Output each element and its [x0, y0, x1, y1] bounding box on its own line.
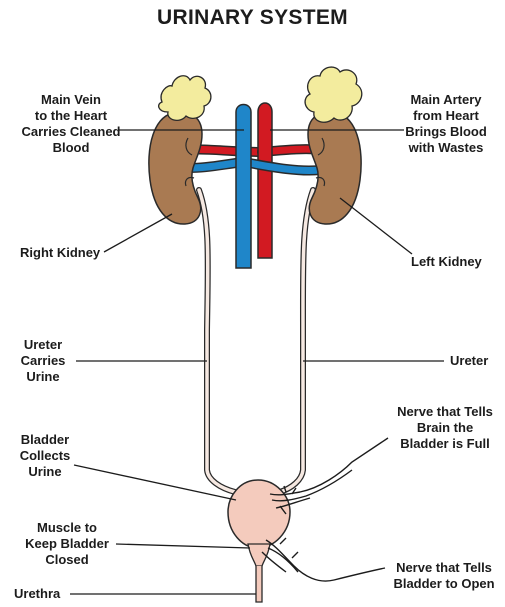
- label-main-vein-line-4: Blood: [16, 140, 126, 156]
- label-bladder-line-3: Urine: [16, 464, 74, 480]
- label-right-kidney: Right Kidney: [20, 245, 100, 261]
- label-nerve-open-line-2: Bladder to Open: [386, 576, 502, 592]
- label-urethra: Urethra: [14, 586, 60, 602]
- bladder: [228, 480, 290, 548]
- label-nerve-full-line-2: Brain the: [388, 420, 502, 436]
- label-main-vein: Main Vein to the Heart Carries Cleaned B…: [16, 92, 126, 156]
- left-ureter-fill: [280, 190, 313, 492]
- vena-cava: [236, 105, 251, 269]
- label-nerve-bladder-open: Nerve that Tells Bladder to Open: [386, 560, 502, 592]
- label-ureter-line-2: Carries: [14, 353, 72, 369]
- label-ureter-carries-urine: Ureter Carries Urine: [14, 337, 72, 385]
- left-adrenal-gland: [305, 67, 362, 122]
- label-muscle-line-1: Muscle to: [18, 520, 116, 536]
- label-main-vein-line-1: Main Vein: [16, 92, 126, 108]
- urethra: [256, 566, 262, 602]
- label-muscle-line-3: Closed: [18, 552, 116, 568]
- label-ureter-line-1: Ureter: [14, 337, 72, 353]
- label-nerve-full-line-3: Bladder is Full: [388, 436, 502, 452]
- label-bladder-line-1: Bladder: [16, 432, 74, 448]
- left-ureter: [280, 190, 313, 492]
- label-nerve-open-line-1: Nerve that Tells: [386, 560, 502, 576]
- label-ureter-line-3: Urine: [14, 369, 72, 385]
- leader-left-kidney: [340, 198, 412, 254]
- label-bladder-collects-urine: Bladder Collects Urine: [16, 432, 74, 480]
- label-muscle-line-2: Keep Bladder: [18, 536, 116, 552]
- label-muscle-keep-bladder-closed: Muscle to Keep Bladder Closed: [18, 520, 116, 568]
- right-ureter: [199, 190, 235, 492]
- nerve-bladder-open: [262, 538, 385, 581]
- label-bladder-line-2: Collects: [16, 448, 74, 464]
- label-nerve-full-line-1: Nerve that Tells: [388, 404, 502, 420]
- sphincter-muscle: [248, 544, 270, 566]
- aorta: [258, 103, 272, 258]
- label-nerve-bladder-full: Nerve that Tells Brain the Bladder is Fu…: [388, 404, 502, 452]
- label-left-kidney: Left Kidney: [411, 254, 482, 270]
- label-ureter-right: Ureter: [450, 353, 488, 369]
- label-main-artery-line-2: from Heart: [392, 108, 500, 124]
- label-main-artery: Main Artery from Heart Brings Blood with…: [392, 92, 500, 156]
- right-adrenal-gland: [159, 76, 211, 121]
- label-main-vein-line-3: Carries Cleaned: [16, 124, 126, 140]
- leader-muscle: [116, 544, 250, 548]
- label-main-artery-line-1: Main Artery: [392, 92, 500, 108]
- label-main-vein-line-2: to the Heart: [16, 108, 126, 124]
- label-main-artery-line-4: with Wastes: [392, 140, 500, 156]
- leader-right-kidney: [104, 214, 172, 252]
- label-main-artery-line-3: Brings Blood: [392, 124, 500, 140]
